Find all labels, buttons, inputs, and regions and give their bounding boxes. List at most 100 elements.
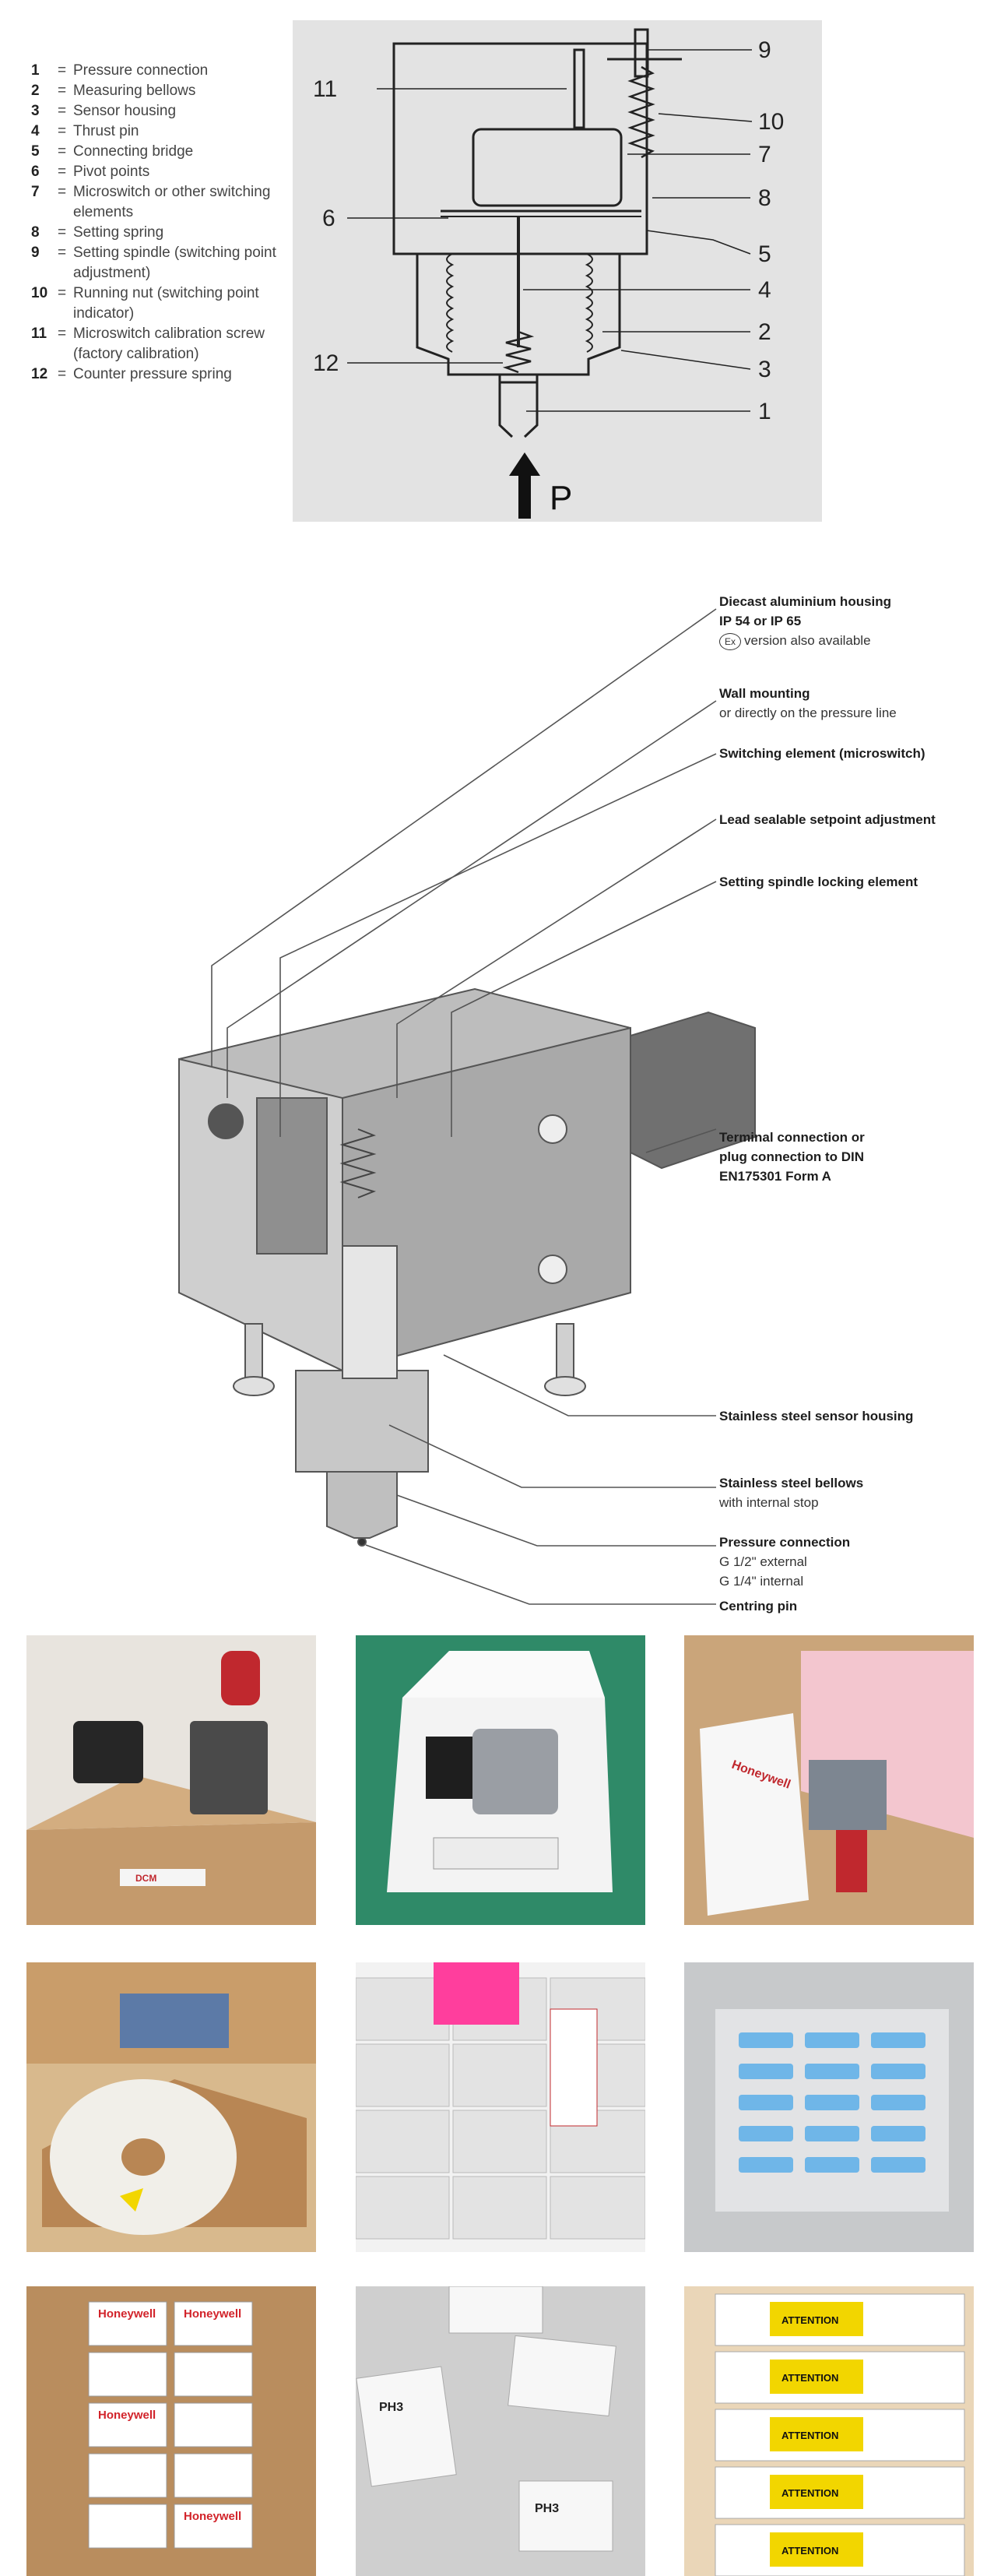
- legend-equals: =: [58, 103, 67, 119]
- photo-packaged-units: [356, 1962, 645, 2252]
- legend-number: 8: [31, 224, 40, 241]
- setting-spring-shape: [627, 65, 655, 159]
- microswitch-shape: [472, 128, 623, 207]
- photo-attention-text-5: ATTENTION: [781, 2545, 838, 2557]
- callout-2: 2: [758, 319, 771, 345]
- sensor-housing-shape: [295, 1370, 429, 1473]
- legend-item: 12=Counter pressure spring: [31, 364, 288, 385]
- legend-item: 11=Microswitch calibration screw (factor…: [31, 324, 288, 364]
- label-housing-ip: IP 54 or IP 65: [719, 614, 802, 628]
- photo-product-box-2: [356, 1635, 645, 1925]
- label-locking-title: Setting spindle locking element: [719, 875, 918, 889]
- cutaway-illustration: Diecast aluminium housing IP 54 or IP 65…: [163, 592, 981, 1628]
- legend-number: 1: [31, 62, 40, 79]
- legend-number: 7: [31, 184, 40, 200]
- label-housing-title: Diecast aluminium housing: [719, 594, 892, 609]
- ex-badge-icon: Ex: [719, 632, 741, 650]
- photo-spool-box: [26, 1962, 316, 2252]
- legend-number: 2: [31, 83, 40, 99]
- photo-foam-tray: [684, 1962, 974, 2252]
- legend-number: 11: [31, 326, 47, 342]
- centring-pin-shape: [357, 1537, 367, 1547]
- legend-text: Setting spindle (switching point adjustm…: [73, 245, 276, 281]
- photo-attention-text-4: ATTENTION: [781, 2487, 838, 2499]
- photo-attention-boxes: ATTENTION ATTENTION ATTENTION ATTENTION …: [684, 2286, 974, 2576]
- photo-honeywell-text-5: Honeywell: [184, 2510, 241, 2523]
- legend-equals: =: [58, 326, 67, 342]
- label-switching-title: Switching element (microswitch): [719, 746, 925, 761]
- cutaway-svg: [178, 608, 756, 1605]
- pressure-label: P: [550, 479, 572, 517]
- callout-5: 5: [758, 241, 771, 267]
- legend-item: 4=Thrust pin: [31, 121, 288, 142]
- bellows-right-shape: [585, 253, 593, 353]
- label-wall-title: Wall mounting: [719, 686, 810, 701]
- legend-equals: =: [58, 184, 67, 200]
- label-wall: Wall mounting or directly on the pressur…: [719, 684, 976, 723]
- legend-number: 10: [31, 285, 48, 301]
- legend-text: Setting spring: [73, 224, 164, 241]
- spring-shape: [339, 1128, 377, 1198]
- legend-item: 10 = Running nut (switching point indicato…: [31, 283, 288, 324]
- label-terminal: Terminal connection or plug connection t…: [719, 1128, 890, 1186]
- legend-equals: =: [58, 62, 67, 79]
- photo-ph3-labels: PH3 PH3: [356, 2286, 645, 2576]
- callout-12: 12: [313, 350, 339, 376]
- photo-dcm-text: DCM: [135, 1873, 156, 1884]
- legend-text: Running nut (switching point indicator): [73, 285, 259, 322]
- callout-1: 1: [758, 399, 771, 424]
- callout-3: 3: [758, 357, 771, 382]
- spring-plate-shape: [498, 373, 539, 384]
- legend-text: Measuring bellows: [73, 83, 196, 99]
- photo-attention-text-2: ATTENTION: [781, 2372, 838, 2384]
- label-switching: Switching element (microswitch): [719, 744, 976, 763]
- legend-text: Sensor housing: [73, 103, 177, 119]
- label-centring: Centring pin: [719, 1596, 976, 1616]
- label-sensor-title: Stainless steel sensor housing: [719, 1409, 914, 1423]
- label-pressure: Pressure connection G 1/2" external G 1/…: [719, 1533, 976, 1591]
- label-pressure-sub1: G 1/2" external: [719, 1554, 807, 1569]
- legend-item: 7 = Microswitch or other switching element…: [31, 182, 288, 223]
- pressure-arrow-icon: [509, 452, 540, 519]
- label-terminal-title: Terminal connection or plug connection t…: [719, 1130, 865, 1184]
- legend-text: Thrust pin: [73, 123, 139, 139]
- legend-number: 5: [31, 143, 40, 160]
- legend-text: Connecting bridge: [73, 143, 194, 160]
- legend-text: Counter pressure spring: [73, 366, 232, 382]
- legend-item: 2 = Measuring bellows: [31, 81, 288, 101]
- photo-honeywell-text-4: Honeywell: [98, 2409, 156, 2422]
- callout-6: 6: [322, 206, 335, 231]
- legend-item: 8=Setting spring: [31, 223, 288, 243]
- counter-spring-shape: [502, 330, 535, 374]
- legend-item: 9=Setting spindle (switching point adjus…: [31, 243, 288, 283]
- label-bellows-title: Stainless steel bellows: [719, 1476, 864, 1490]
- legend-equals: =: [58, 83, 67, 99]
- legend-equals: =: [58, 285, 67, 301]
- label-housing: Diecast aluminium housing IP 54 or IP 65…: [719, 592, 976, 650]
- label-pressure-title: Pressure connection: [719, 1535, 851, 1550]
- label-wall-sub: or directly on the pressure line: [719, 706, 897, 720]
- legend-number: 6: [31, 164, 40, 180]
- photo-honeywell-boxes: Honeywell Honeywell Honeywell Honeywell: [26, 2286, 316, 2576]
- callout-8: 8: [758, 185, 771, 211]
- legend-number: 3: [31, 103, 40, 119]
- label-centring-title: Centring pin: [719, 1599, 798, 1614]
- label-setpoint: Lead sealable setpoint adjustment: [719, 810, 976, 829]
- photo-product-box-3: Honeywell: [684, 1635, 974, 1925]
- switch-housing-outline: [392, 42, 648, 255]
- legend-item: 6 = Pivot points: [31, 162, 288, 182]
- label-housing-ex: version also available: [744, 633, 871, 648]
- legend-equals: =: [58, 164, 67, 180]
- photo-honeywell-text-3: Honeywell: [184, 2307, 241, 2321]
- pressure-connection-shape: [326, 1471, 398, 1539]
- legend-equals: =: [58, 245, 67, 261]
- legend-number: 4: [31, 123, 40, 139]
- bellows-left-shape: [446, 253, 455, 353]
- legend-text: Pivot points: [73, 164, 150, 180]
- schematic-diagram: P 9 11 10 7 8 6 5 4 2 12 3 1: [293, 20, 822, 522]
- photo-honeywell-text-2: Honeywell: [98, 2307, 156, 2321]
- legend-text: Microswitch or other switching elements: [73, 184, 271, 220]
- pressure-port-shape: [498, 382, 539, 438]
- legend-item: 3 = Sensor housing: [31, 101, 288, 121]
